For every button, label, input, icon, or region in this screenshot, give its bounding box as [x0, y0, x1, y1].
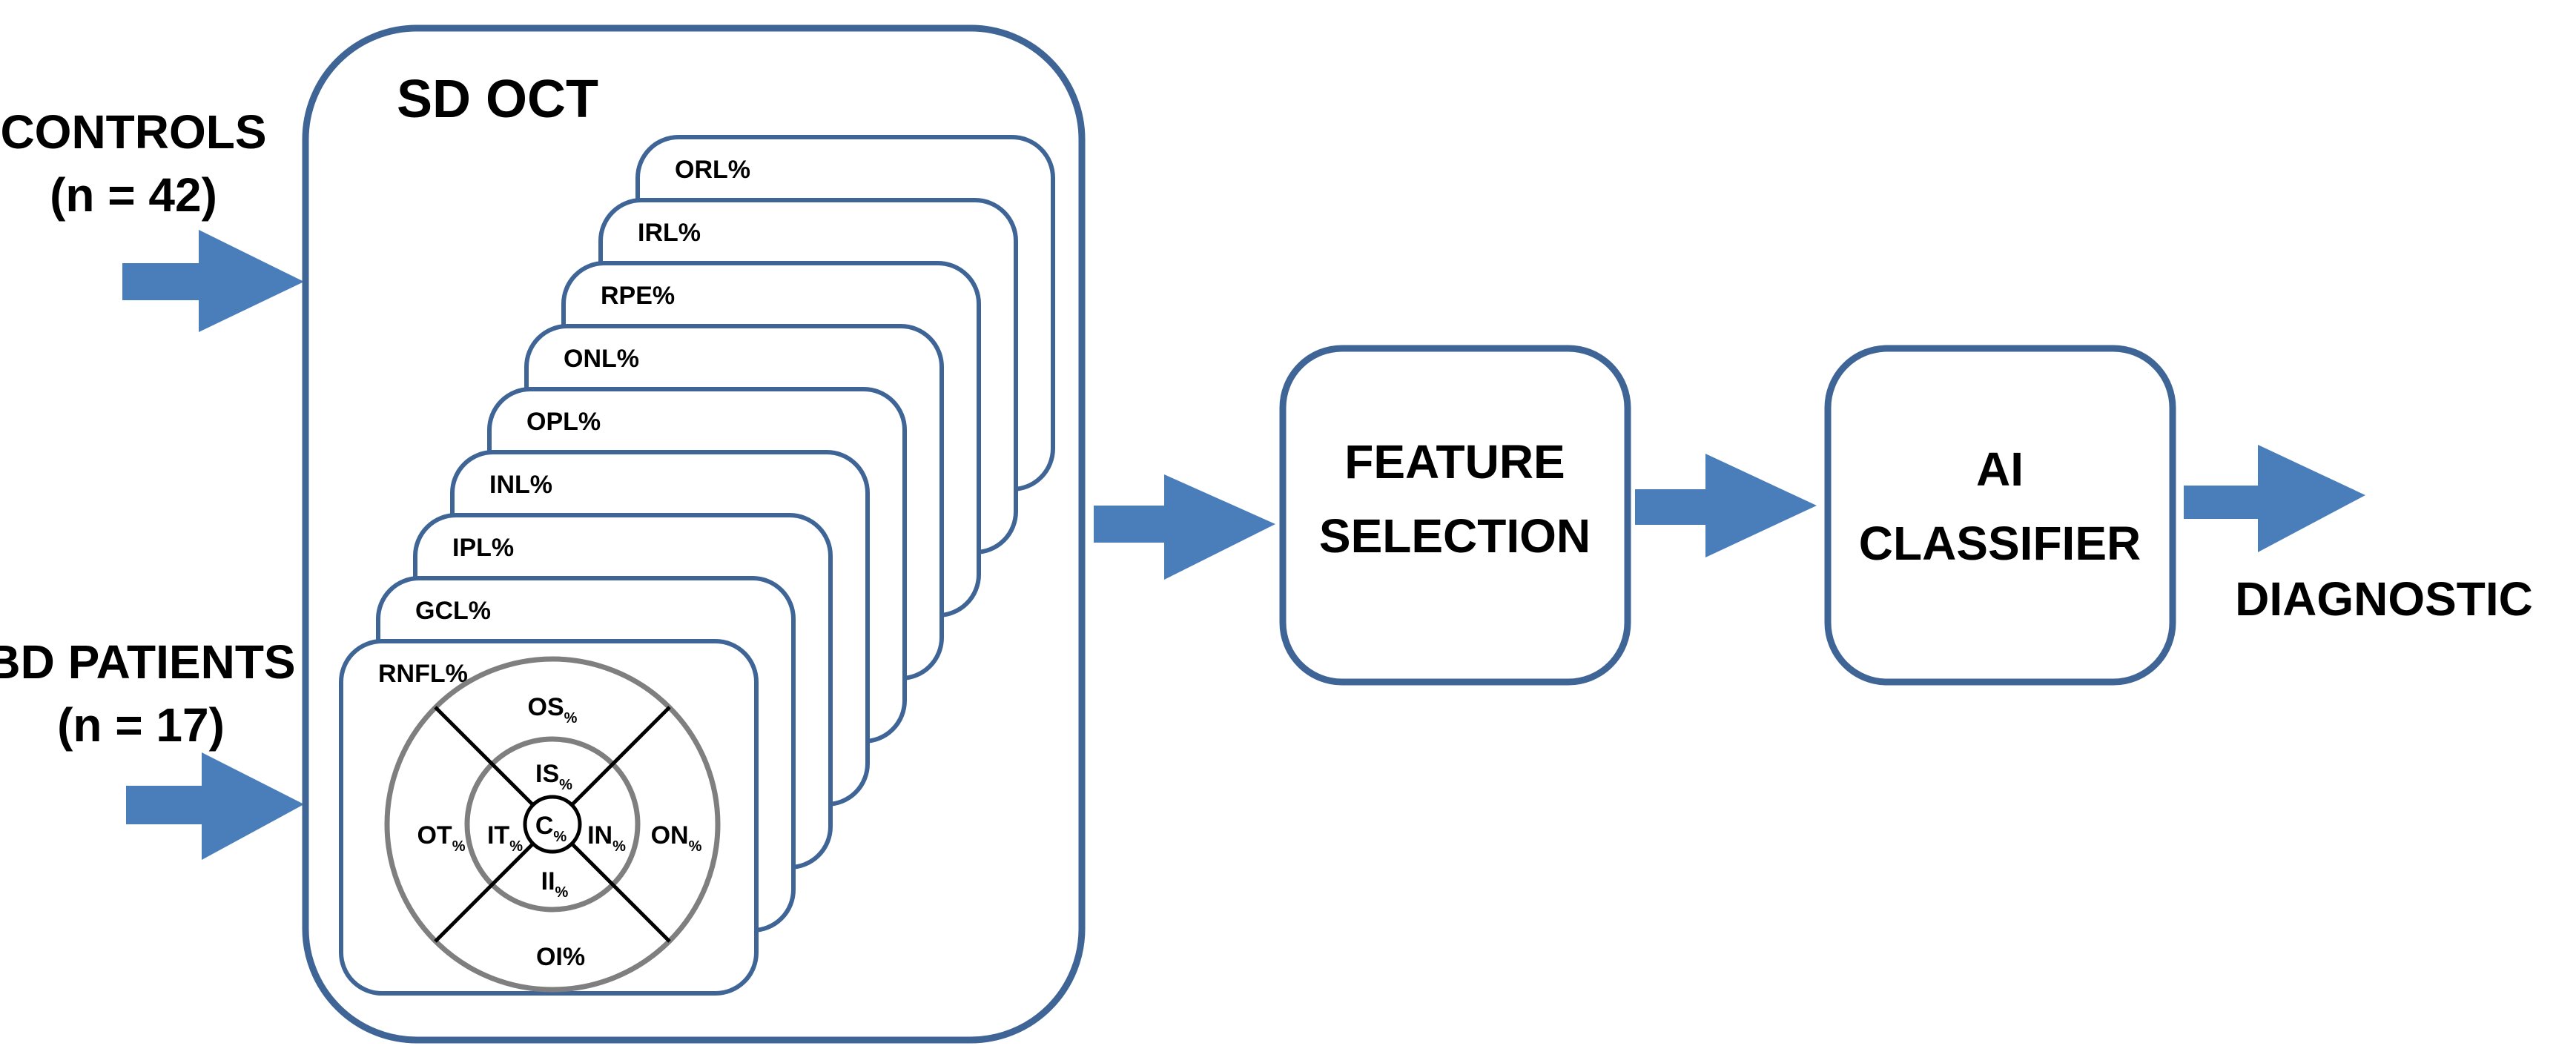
layer-label: ORL%	[675, 156, 750, 184]
controls-label: CONTROLS	[0, 105, 266, 159]
patients-arrow-icon	[126, 752, 304, 860]
ai-classifier-box	[1824, 345, 2176, 686]
feature-selection-line1: FEATURE	[1344, 435, 1565, 489]
inner-ring	[464, 736, 641, 913]
grid-line-tl	[434, 706, 535, 807]
layer-label: GCL%	[415, 597, 491, 625]
ai-classifier-line1: AI	[1976, 443, 2024, 496]
sector-center: C%	[535, 812, 567, 845]
patients-count: (n = 17)	[57, 698, 225, 752]
sector-outer-inferior: OI%	[536, 943, 585, 971]
sector-inner-superior: IS%	[535, 760, 572, 793]
feature-selection-line2: SELECTION	[1319, 509, 1591, 563]
controls-arrow-icon	[122, 230, 304, 332]
sector-outer-superior: OS%	[528, 693, 578, 726]
patients-label: BD PATIENTS	[0, 635, 296, 689]
grid-line-bl	[434, 842, 535, 943]
layer-stack: ORL% IRL% RPE% ONL% OPL% INL% IPL% GCL% RNFL%	[339, 135, 1055, 996]
arrow-to-feature-selection-icon	[1094, 474, 1275, 580]
layer-label: ONL%	[564, 345, 639, 373]
output-arrow-icon	[2184, 445, 2365, 552]
outer-ring	[384, 656, 721, 993]
sector-inner-nasal: IN%	[587, 821, 626, 855]
layer-label: IRL%	[638, 219, 701, 247]
arrow-to-ai-classifier-icon	[1635, 454, 1817, 557]
layer-label: IPL%	[452, 534, 514, 562]
sector-inner-temporal: IT%	[487, 821, 523, 855]
sector-outer-temporal: OT%	[417, 821, 465, 855]
etdrs-grid: OS% IS% OT% IT% C% IN% ON% II% OI%	[384, 656, 721, 993]
sd-oct-title: SD OCT	[397, 70, 598, 129]
grid-line-br	[570, 842, 671, 943]
layer-label: RNFL%	[378, 660, 468, 688]
sector-inner-inferior: II%	[541, 867, 569, 901]
layer-label: OPL%	[526, 408, 601, 436]
center-ring	[523, 795, 582, 854]
ai-classifier-line2: CLASSIFIER	[1859, 517, 2141, 570]
diagnostic-label: DIAGNOSTIC	[2235, 572, 2533, 626]
grid-line-tr	[570, 706, 671, 807]
layer-label: INL%	[489, 471, 552, 499]
controls-count: (n = 42)	[50, 168, 217, 222]
feature-selection-box	[1279, 345, 1631, 686]
sector-outer-nasal: ON%	[651, 821, 702, 855]
layer-label: RPE%	[601, 282, 675, 310]
